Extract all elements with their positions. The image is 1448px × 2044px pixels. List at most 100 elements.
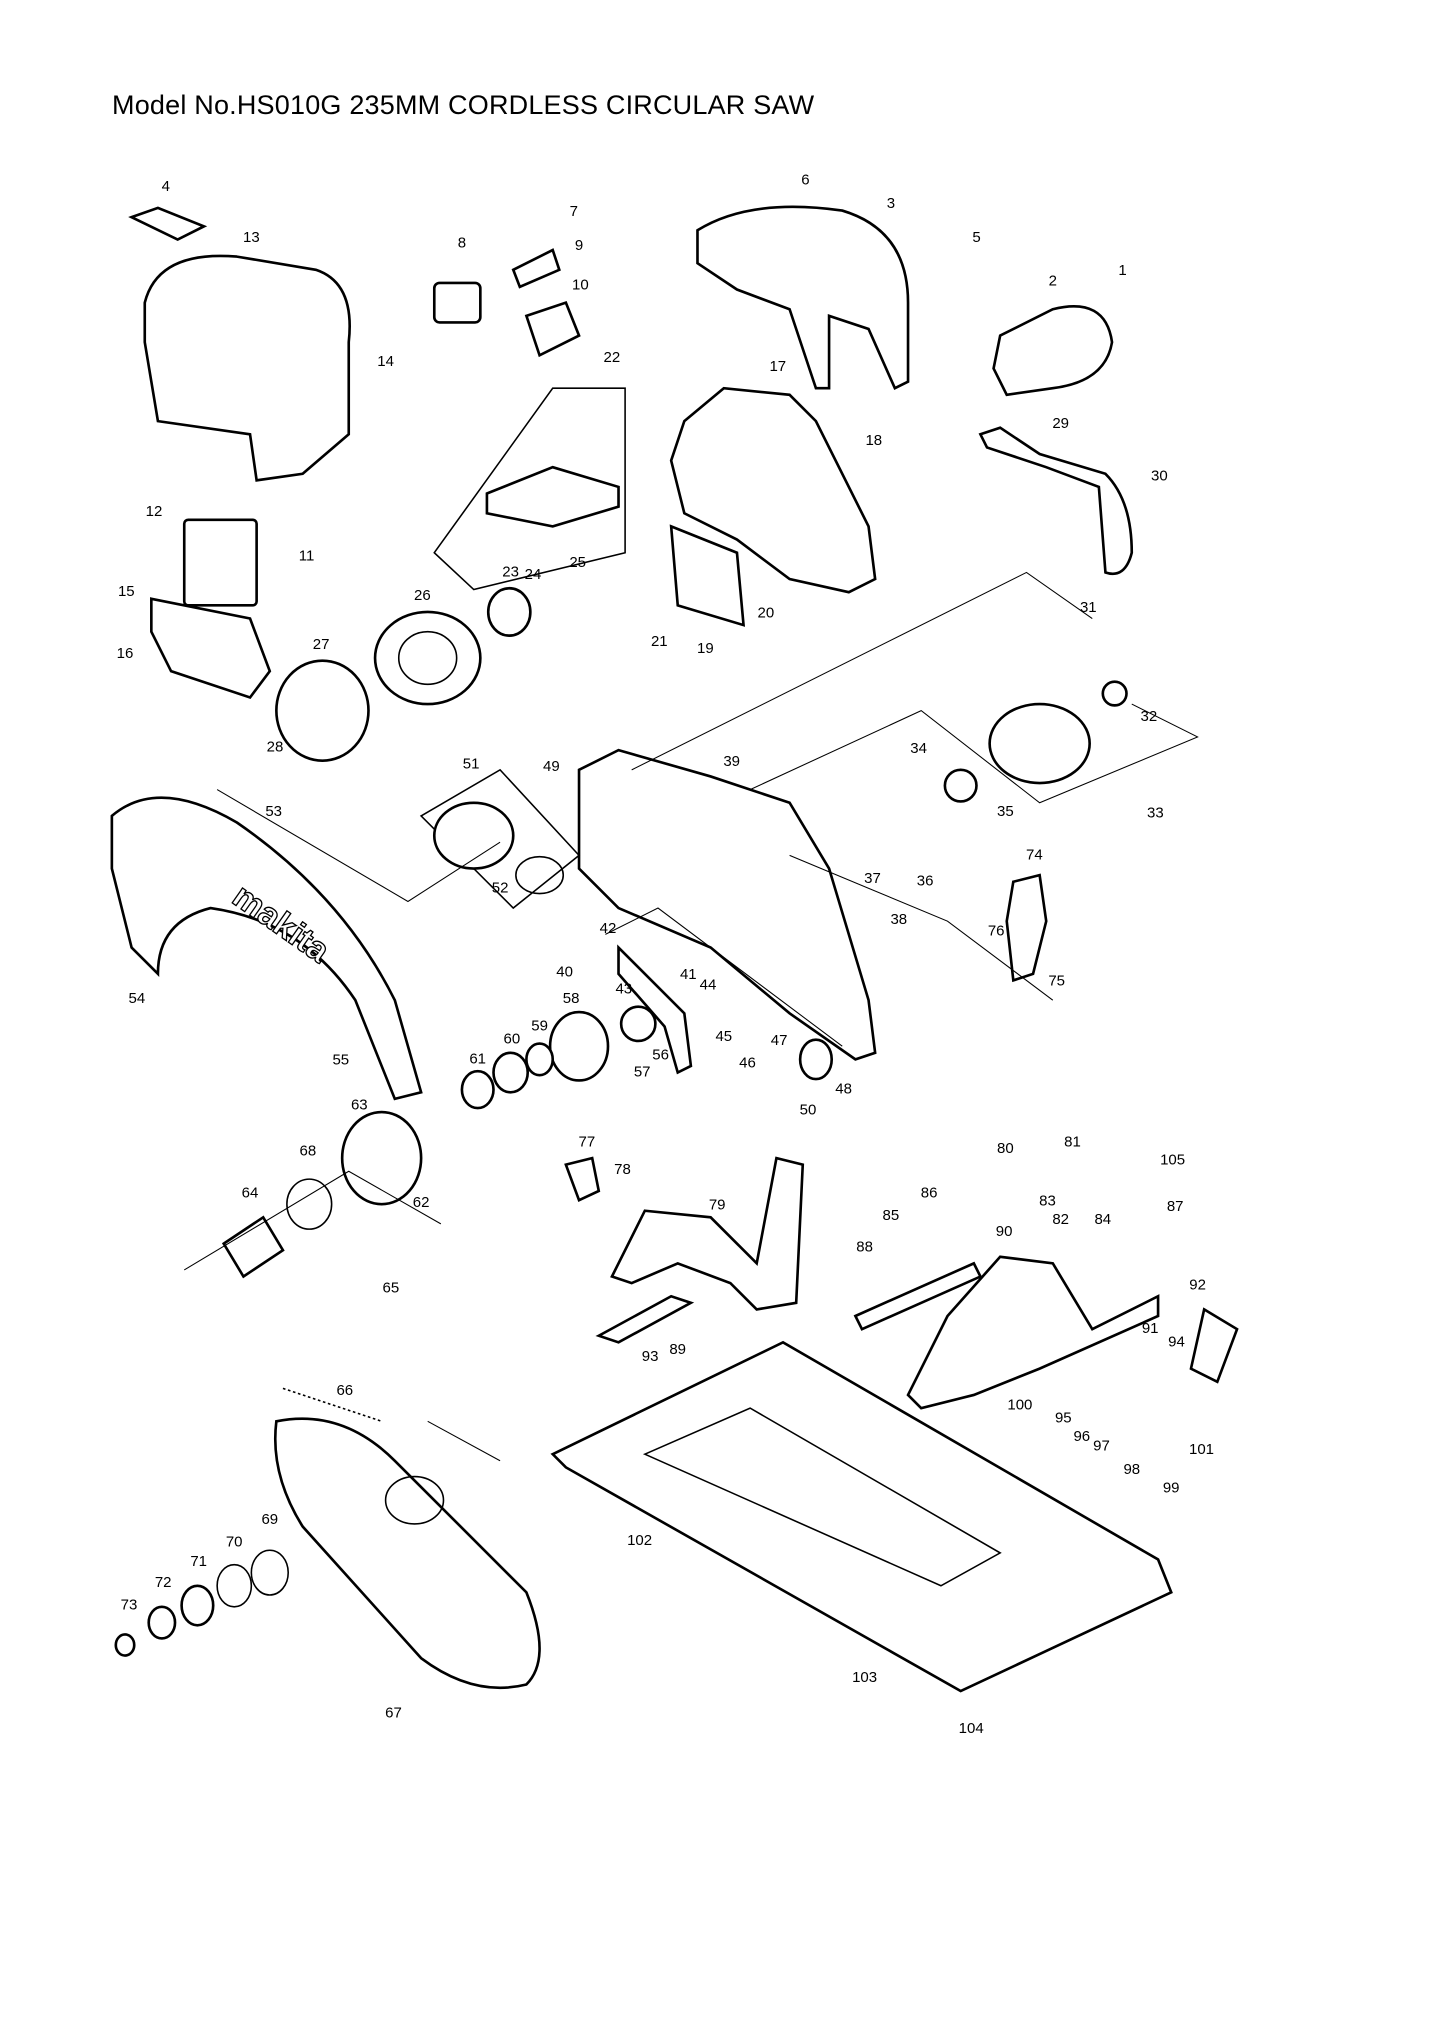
part-number-36[interactable]: 36 xyxy=(917,873,934,890)
part-number-1[interactable]: 1 xyxy=(1118,262,1126,279)
part-number-97[interactable]: 97 xyxy=(1093,1437,1110,1454)
part-number-13[interactable]: 13 xyxy=(243,229,260,246)
part-number-70[interactable]: 70 xyxy=(226,1533,243,1550)
part-number-79[interactable]: 79 xyxy=(709,1196,726,1213)
part-number-95[interactable]: 95 xyxy=(1055,1410,1072,1427)
part-number-62[interactable]: 62 xyxy=(413,1194,430,1211)
part-number-69[interactable]: 69 xyxy=(261,1511,278,1528)
part-number-8[interactable]: 8 xyxy=(458,234,466,251)
part-number-92[interactable]: 92 xyxy=(1189,1277,1206,1294)
part-number-37[interactable]: 37 xyxy=(864,870,881,887)
part-number-15[interactable]: 15 xyxy=(118,583,135,600)
part-number-43[interactable]: 43 xyxy=(615,981,632,998)
part-number-26[interactable]: 26 xyxy=(414,587,431,604)
part-number-30[interactable]: 30 xyxy=(1151,467,1168,484)
part-number-94[interactable]: 94 xyxy=(1168,1333,1185,1350)
part-number-93[interactable]: 93 xyxy=(642,1348,659,1365)
part-number-19[interactable]: 19 xyxy=(697,640,714,657)
part-number-61[interactable]: 61 xyxy=(469,1050,486,1067)
part-number-72[interactable]: 72 xyxy=(155,1574,172,1591)
part-number-31[interactable]: 31 xyxy=(1080,599,1097,616)
part-number-12[interactable]: 12 xyxy=(146,503,163,520)
part-number-66[interactable]: 66 xyxy=(336,1382,353,1399)
part-number-103[interactable]: 103 xyxy=(852,1669,877,1686)
part-number-39[interactable]: 39 xyxy=(723,753,740,770)
part-number-86[interactable]: 86 xyxy=(921,1185,938,1202)
part-number-76[interactable]: 76 xyxy=(988,923,1005,940)
part-number-48[interactable]: 48 xyxy=(835,1081,852,1098)
part-number-42[interactable]: 42 xyxy=(600,920,617,937)
part-number-20[interactable]: 20 xyxy=(758,604,775,621)
part-number-82[interactable]: 82 xyxy=(1052,1211,1069,1228)
part-number-96[interactable]: 96 xyxy=(1073,1428,1090,1445)
part-number-34[interactable]: 34 xyxy=(910,740,927,757)
part-number-55[interactable]: 55 xyxy=(332,1052,349,1069)
part-number-50[interactable]: 50 xyxy=(800,1102,817,1119)
part-number-89[interactable]: 89 xyxy=(669,1341,686,1358)
part-number-21[interactable]: 21 xyxy=(651,633,668,650)
part-number-98[interactable]: 98 xyxy=(1123,1461,1140,1478)
part-number-68[interactable]: 68 xyxy=(300,1142,317,1159)
part-number-73[interactable]: 73 xyxy=(121,1596,138,1613)
part-number-2[interactable]: 2 xyxy=(1049,273,1057,290)
part-number-71[interactable]: 71 xyxy=(190,1553,207,1570)
part-number-9[interactable]: 9 xyxy=(575,237,583,254)
part-number-32[interactable]: 32 xyxy=(1141,708,1158,725)
part-number-17[interactable]: 17 xyxy=(769,358,786,375)
part-number-85[interactable]: 85 xyxy=(883,1207,900,1224)
part-number-80[interactable]: 80 xyxy=(997,1140,1014,1157)
part-number-29[interactable]: 29 xyxy=(1052,415,1069,432)
part-number-53[interactable]: 53 xyxy=(265,803,282,820)
part-number-104[interactable]: 104 xyxy=(959,1720,984,1737)
part-number-58[interactable]: 58 xyxy=(563,990,580,1007)
part-number-78[interactable]: 78 xyxy=(614,1161,631,1178)
part-number-57[interactable]: 57 xyxy=(634,1063,651,1080)
part-number-60[interactable]: 60 xyxy=(504,1031,521,1048)
part-number-102[interactable]: 102 xyxy=(627,1532,652,1549)
part-number-23[interactable]: 23 xyxy=(502,563,519,580)
part-number-47[interactable]: 47 xyxy=(771,1032,788,1049)
part-number-51[interactable]: 51 xyxy=(463,756,480,773)
part-number-33[interactable]: 33 xyxy=(1147,804,1164,821)
part-number-24[interactable]: 24 xyxy=(525,566,542,583)
part-number-45[interactable]: 45 xyxy=(715,1028,732,1045)
part-number-100[interactable]: 100 xyxy=(1007,1396,1032,1413)
part-number-44[interactable]: 44 xyxy=(700,977,717,994)
part-number-6[interactable]: 6 xyxy=(801,171,809,188)
part-number-10[interactable]: 10 xyxy=(572,277,589,294)
part-number-81[interactable]: 81 xyxy=(1064,1133,1081,1150)
part-number-28[interactable]: 28 xyxy=(267,738,284,755)
part-number-52[interactable]: 52 xyxy=(492,879,509,896)
part-number-41[interactable]: 41 xyxy=(680,966,697,983)
part-number-11[interactable]: 11 xyxy=(299,548,315,565)
part-number-5[interactable]: 5 xyxy=(972,229,980,246)
part-number-27[interactable]: 27 xyxy=(313,636,330,653)
part-number-18[interactable]: 18 xyxy=(865,432,882,449)
part-number-84[interactable]: 84 xyxy=(1094,1211,1111,1228)
part-number-46[interactable]: 46 xyxy=(739,1054,756,1071)
part-number-101[interactable]: 101 xyxy=(1189,1441,1214,1458)
part-number-83[interactable]: 83 xyxy=(1039,1192,1056,1209)
part-number-99[interactable]: 99 xyxy=(1163,1479,1180,1496)
part-number-63[interactable]: 63 xyxy=(351,1096,368,1113)
part-number-91[interactable]: 91 xyxy=(1142,1320,1159,1337)
part-number-88[interactable]: 88 xyxy=(856,1239,873,1256)
part-number-40[interactable]: 40 xyxy=(556,963,573,980)
part-number-59[interactable]: 59 xyxy=(531,1017,548,1034)
part-number-22[interactable]: 22 xyxy=(604,349,621,366)
part-number-90[interactable]: 90 xyxy=(996,1223,1013,1240)
part-number-64[interactable]: 64 xyxy=(242,1185,259,1202)
part-number-54[interactable]: 54 xyxy=(129,990,146,1007)
part-number-49[interactable]: 49 xyxy=(543,758,560,775)
part-number-25[interactable]: 25 xyxy=(569,554,586,571)
part-number-4[interactable]: 4 xyxy=(162,178,170,195)
part-number-3[interactable]: 3 xyxy=(887,195,895,212)
part-number-67[interactable]: 67 xyxy=(385,1704,402,1721)
part-number-35[interactable]: 35 xyxy=(997,803,1014,820)
part-number-105[interactable]: 105 xyxy=(1160,1152,1185,1169)
part-number-74[interactable]: 74 xyxy=(1026,846,1043,863)
part-number-38[interactable]: 38 xyxy=(890,911,907,928)
part-number-56[interactable]: 56 xyxy=(652,1046,669,1063)
part-number-7[interactable]: 7 xyxy=(570,203,578,220)
part-number-16[interactable]: 16 xyxy=(117,645,134,662)
